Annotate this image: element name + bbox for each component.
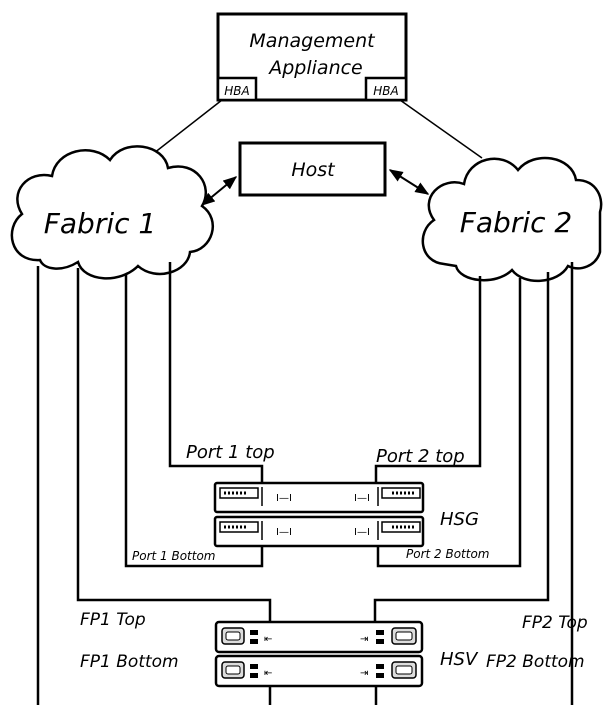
hba-left-box [216,76,258,102]
port1-top-label: Port 1 top [186,442,275,463]
hsg-controller-bottom: I—I I—I [213,515,425,548]
host-fabric2-arrow [388,169,430,195]
svg-text:⇤: ⇤ [264,668,272,679]
hsv-label: HSV [440,649,479,670]
fp1-top-label: FP1 Top [80,610,146,630]
svg-text:I—I: I—I [276,527,292,538]
fabric1-cloud-shape [10,145,214,280]
fabric2-label: Fabric 2 [460,206,572,239]
svg-text:I—I: I—I [276,493,292,504]
fp1-bottom-label: FP1 Bottom [80,652,179,672]
svg-text:⇤: ⇤ [264,634,272,645]
port1-bottom-label: Port 1 Bottom [132,549,216,563]
fabric1-label: Fabric 1 [44,207,156,240]
hsv-controller-top: ⇤ ⇥ [214,620,424,654]
management-label-line2: Appliance [267,57,363,79]
hba-right-box [364,76,408,102]
svg-text:I—I: I—I [354,493,370,504]
fp2-bottom-label: FP2 Bottom [486,652,585,672]
port2-bottom-label: Port 2 Bottom [406,547,490,561]
hsg-controller-top: I—I I—I [213,481,425,514]
fabric2-fp2-top-link [373,272,550,622]
hsv-controller-bottom: ⇤ ⇥ [214,654,424,688]
fabric1-cloud: Fabric 1 [10,145,214,280]
host: Host [238,141,387,197]
host-box [238,141,387,197]
fabric2-links [373,262,574,705]
svg-text:⇥: ⇥ [360,634,368,645]
svg-text:⇥: ⇥ [360,668,368,679]
management-label-line1: Management [249,30,376,52]
hba-left-label: HBA [224,84,249,98]
fabric1-port1-top-link [168,262,264,483]
port2-top-label: Port 2 top [376,446,465,467]
fabric1-port1-bottom-link [124,274,264,568]
fabric2-cloud-shape [421,156,603,283]
hba-right-fabric2-link [399,99,483,159]
fabric2-port2-bottom-link [376,278,522,568]
fabric1-fp1-top-link [76,268,272,622]
fabric2-cloud: Fabric 2 [421,156,603,283]
fabric2-port2-top-link [374,276,482,483]
fabric1-links [36,262,272,705]
hsg-label: HSG [440,509,479,530]
host-fabric1-arrow [200,176,238,206]
host-label: Host [291,159,336,181]
svg-text:I—I: I—I [354,527,370,538]
management-appliance: Management Appliance HBA HBA [216,12,408,102]
hba-right-label: HBA [373,84,398,98]
fp2-top-label: FP2 Top [522,613,588,633]
